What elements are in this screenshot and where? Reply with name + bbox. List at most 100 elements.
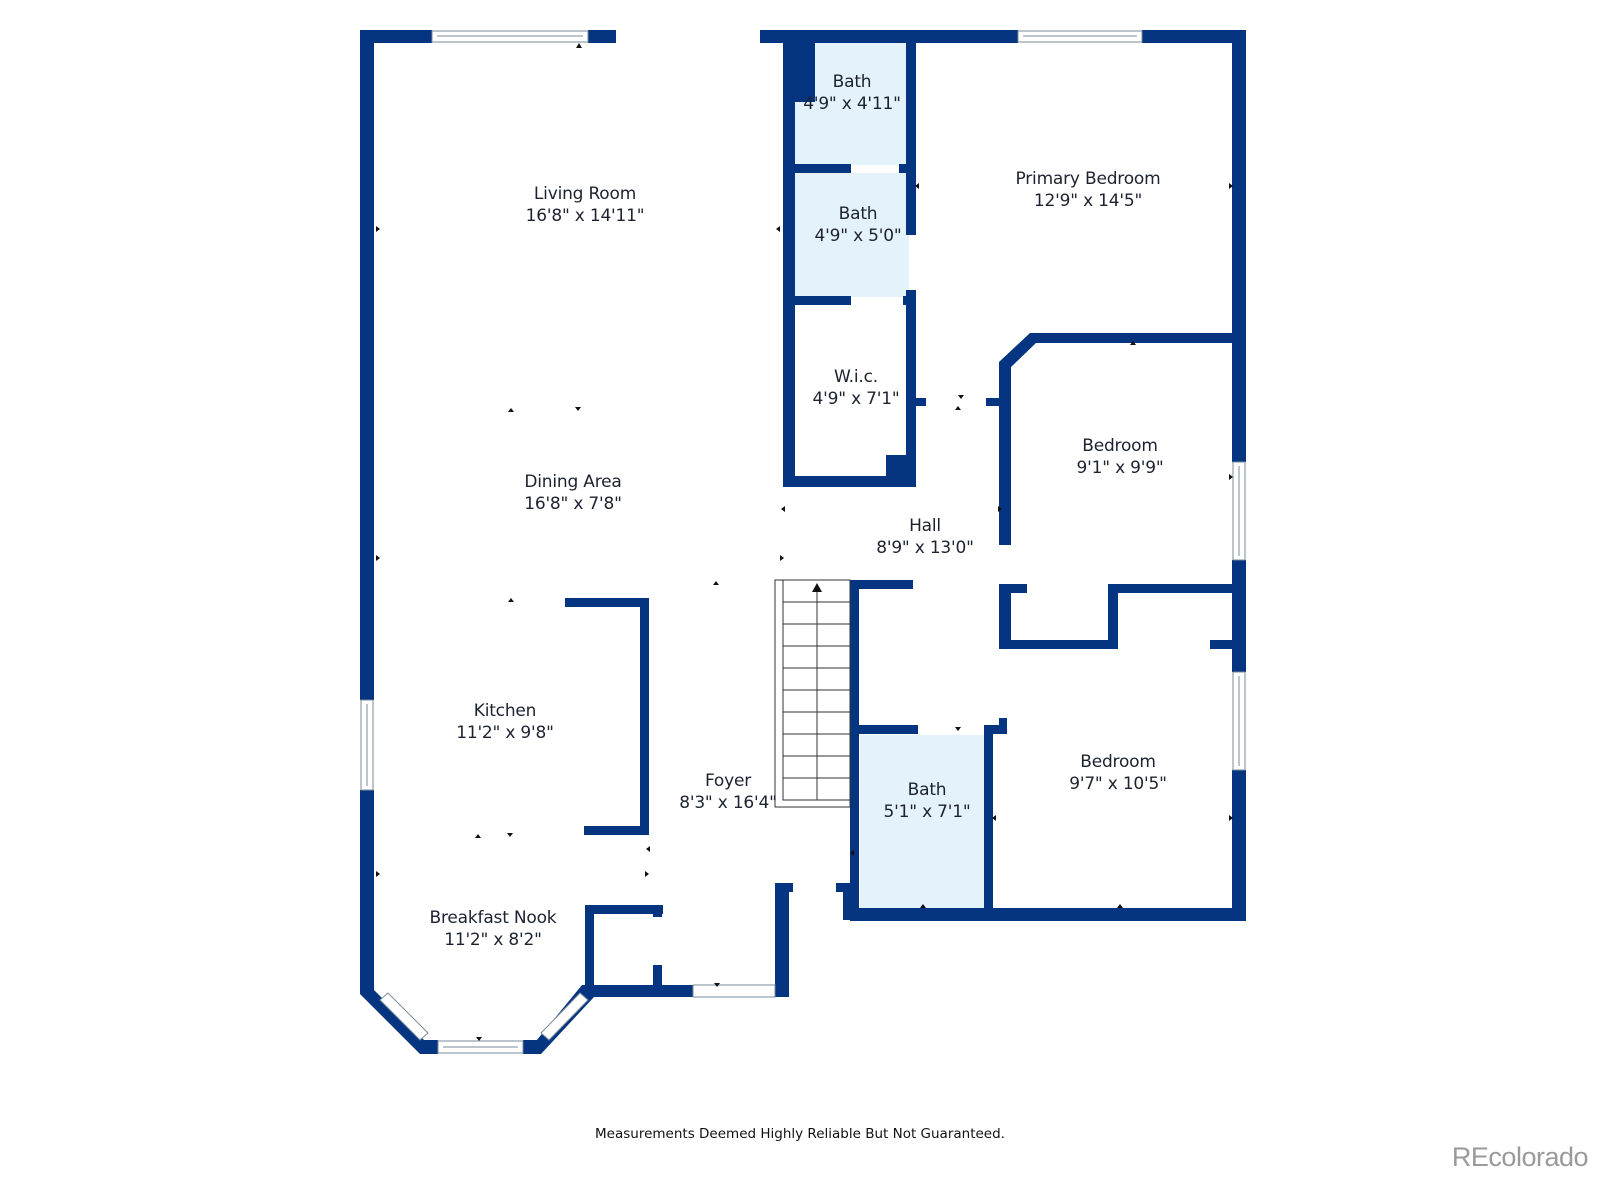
room-name: Breakfast Nook bbox=[429, 908, 557, 928]
bath-3-fill bbox=[860, 735, 990, 910]
wall-foyer-closet-top bbox=[585, 905, 663, 914]
wall-foyer-closet-right bbox=[653, 905, 662, 917]
wall-closet-column-left bbox=[783, 30, 795, 485]
room-dims: 9'7" x 10'5" bbox=[1069, 774, 1167, 794]
wall-hall-right-lower bbox=[999, 718, 1007, 730]
room-name: Dining Area bbox=[524, 472, 622, 492]
wall-bedroom1-left-lower bbox=[999, 585, 1011, 647]
room-dims: 4'9" x 4'11" bbox=[803, 94, 901, 114]
window-bedroom2-right bbox=[1232, 671, 1246, 771]
room-bedroom-2: Bedroom 9'7" x 10'5" bbox=[1069, 751, 1167, 795]
room-breakfast-nook: Breakfast Nook 11'2" x 8'2" bbox=[430, 907, 557, 951]
wall-hall-stub bbox=[986, 398, 1000, 406]
room-name: W.i.c. bbox=[834, 367, 878, 387]
wall-bedroom2-top bbox=[999, 640, 1118, 649]
wall-bedroom1-top bbox=[999, 333, 1246, 545]
wall-bath3-top-r bbox=[984, 725, 1007, 734]
wall-bay-bottom-left bbox=[420, 1040, 438, 1054]
room-name: Kitchen bbox=[473, 701, 537, 721]
wall-closet-divider bbox=[1108, 584, 1118, 646]
wall-bedroom1-bottom-r bbox=[1108, 584, 1246, 593]
wall-wic-corner bbox=[886, 455, 916, 485]
wall-top-left-2 bbox=[588, 30, 616, 43]
room-dims: 5'1" x 7'1" bbox=[883, 802, 971, 822]
room-bedroom-1: Bedroom 9'1" x 9'9" bbox=[1077, 435, 1164, 479]
wall-left-bottom bbox=[360, 790, 374, 990]
staircase bbox=[774, 579, 851, 808]
bath-2-fill bbox=[793, 173, 909, 297]
room-dims: 8'3" x 16'4" bbox=[679, 793, 777, 813]
wall-left-top bbox=[360, 30, 374, 700]
wall-right-1 bbox=[1232, 30, 1246, 462]
window-bay-left bbox=[379, 992, 429, 1041]
measurement-ticks bbox=[376, 43, 1233, 1041]
kitchen-counter-bottom bbox=[584, 826, 649, 835]
window-bay-bottom bbox=[437, 1040, 524, 1054]
room-bath-2: Bath 4'9" x 5'0" bbox=[815, 203, 902, 247]
wall-bath3-top bbox=[850, 725, 918, 734]
wall-bath1-bottom bbox=[783, 164, 851, 173]
room-dining-area: Dining Area 16'8" x 7'8" bbox=[524, 471, 622, 515]
wall-bay-left bbox=[360, 985, 430, 1054]
wall-bottom-right bbox=[850, 908, 1246, 921]
window-kitchen-left bbox=[360, 699, 374, 791]
room-name: Bath bbox=[838, 204, 878, 224]
wall-foyer-right bbox=[843, 883, 852, 920]
room-dims: 4'9" x 5'0" bbox=[814, 226, 902, 246]
kitchen-counter-side bbox=[640, 598, 649, 835]
wall-foyer-closet-right-2 bbox=[653, 965, 662, 997]
wall-wic-bottom bbox=[783, 476, 916, 487]
wall-foyer-bottom bbox=[585, 985, 693, 997]
wall-top-right-2 bbox=[1142, 30, 1246, 43]
wall-right-2 bbox=[1232, 560, 1246, 672]
wall-bedroom1-bottom bbox=[999, 584, 1027, 593]
wall-bedroom2-top-r bbox=[1210, 640, 1246, 649]
window-bedroom1-right bbox=[1232, 461, 1246, 561]
wall-bath3-left bbox=[850, 580, 859, 920]
room-kitchen: Kitchen 11'2" x 9'8" bbox=[456, 700, 554, 744]
watermark-logo: REcolorado bbox=[1451, 1142, 1589, 1172]
room-dims: 9'1" x 9'9" bbox=[1076, 458, 1164, 478]
room-dims: 16'8" x 7'8" bbox=[524, 494, 622, 514]
room-name: Hall bbox=[909, 516, 941, 536]
window-bay-right bbox=[540, 992, 589, 1041]
wall-chimney bbox=[783, 30, 815, 102]
wall-bath1-bottom-r bbox=[899, 164, 916, 173]
room-dims: 4'9" x 7'1" bbox=[812, 389, 900, 409]
room-wic: W.i.c. 4'9" x 7'1" bbox=[813, 366, 900, 410]
room-name: Bedroom bbox=[1080, 752, 1156, 772]
room-name: Bath bbox=[907, 780, 947, 800]
wall-closet-column-right bbox=[906, 30, 916, 235]
room-bath-3: Bath 5'1" x 7'1" bbox=[884, 779, 971, 823]
room-living-room: Living Room 16'8" x 14'11" bbox=[526, 183, 645, 227]
room-dims: 11'2" x 8'2" bbox=[444, 930, 542, 950]
wall-top-right bbox=[760, 30, 1018, 43]
room-name: Bedroom bbox=[1082, 436, 1158, 456]
room-dims: 11'2" x 9'8" bbox=[456, 723, 554, 743]
wall-foyer-closet-left bbox=[585, 905, 594, 997]
window-primary-top bbox=[1017, 30, 1143, 43]
room-dims: 8'9" x 13'0" bbox=[876, 538, 974, 558]
room-name: Primary Bedroom bbox=[1015, 169, 1161, 189]
wall-bath2-bottom-r bbox=[903, 296, 916, 305]
room-dims: 12'9" x 14'5" bbox=[1033, 191, 1143, 211]
room-name: Living Room bbox=[533, 184, 637, 204]
room-name: Foyer bbox=[704, 771, 752, 791]
wall-closet-column-right-2 bbox=[906, 290, 916, 485]
room-bath-1: Bath 4'9" x 4'11" bbox=[803, 71, 901, 115]
room-dims: 16'8" x 14'11" bbox=[525, 206, 645, 226]
wall-entry-right bbox=[775, 883, 789, 997]
window-living-top bbox=[431, 30, 589, 43]
wall-top-left bbox=[360, 30, 432, 43]
measurement-disclaimer: Measurements Deemed Highly Reliable But … bbox=[595, 1126, 1005, 1142]
room-primary-bedroom: Primary Bedroom 12'9" x 14'5" bbox=[1016, 168, 1161, 212]
kitchen-counter-top bbox=[565, 598, 649, 607]
front-door bbox=[692, 984, 776, 998]
wall-bath3-right bbox=[984, 725, 993, 920]
wall-wic-stub bbox=[916, 398, 926, 406]
wall-bath2-bottom bbox=[783, 296, 851, 305]
wall-entry-right-top bbox=[775, 883, 793, 892]
room-name: Bath bbox=[832, 72, 872, 92]
room-hall: Hall 8'9" x 13'0" bbox=[876, 515, 974, 559]
